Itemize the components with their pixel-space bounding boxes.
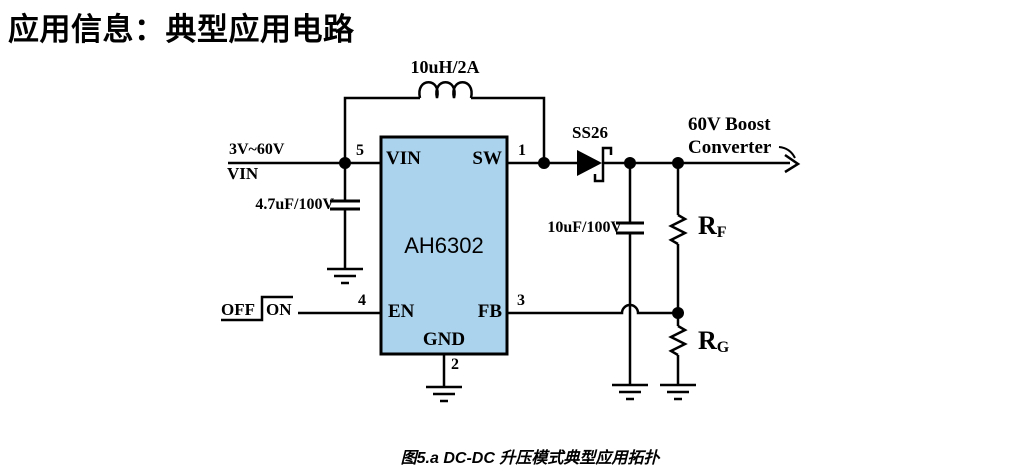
pin-number-1: 1: [518, 142, 526, 159]
input-cap-plates: [330, 199, 360, 211]
rf-label-sub: F: [716, 224, 727, 241]
output-cap-ground: [612, 383, 648, 401]
ic-pin-vin-label: VIN: [386, 148, 421, 169]
pin-number-5: 5: [356, 142, 364, 159]
figure-caption: 图5.a DC-DC 升压模式典型应用拓扑: [400, 450, 660, 467]
ic-body: [379, 135, 509, 356]
junction-dot-vin: [339, 157, 351, 169]
inductor-wire-left: [343, 96, 420, 163]
fb-wire: [507, 303, 678, 315]
diode-label: SS26: [572, 123, 608, 142]
inductor-label: 10uH/2A: [410, 57, 480, 77]
output-cap-label: 10uF/100V: [547, 219, 622, 236]
pin-number-4: 4: [358, 292, 366, 309]
input-cap-label: 4.7uF/100V: [255, 196, 334, 213]
input-voltage-label: 3V~60V: [229, 141, 285, 158]
page-title: 应用信息：典型应用电路: [8, 12, 355, 47]
output-arrowhead: [784, 153, 801, 174]
rf-label-base: R: [698, 211, 717, 240]
junction-dot-rf: [672, 157, 684, 169]
rf-label: RF: [698, 211, 727, 242]
rg-resistor: [668, 324, 688, 357]
rg-label-base: R: [698, 326, 717, 355]
diode-triangle: [577, 150, 602, 176]
inductor-wire-right: [471, 96, 546, 163]
output-arrow-tail: [778, 146, 796, 159]
diode-schottky-bar: [593, 146, 613, 183]
pin-number-2: 2: [451, 356, 459, 373]
ic-pin-sw-label: SW: [472, 148, 502, 169]
enable-step-symbol: [221, 295, 293, 322]
junction-dot-sw: [538, 157, 550, 169]
ic-part-number: AH6302: [404, 233, 484, 258]
enable-on-label: ON: [266, 300, 292, 319]
rf-resistor: [668, 213, 688, 246]
junction-dot-fb: [672, 307, 684, 319]
output-label-line1: 60V Boost: [688, 114, 771, 135]
rg-ground: [660, 383, 696, 401]
output-cap-plates: [616, 221, 644, 235]
input-cap-ground: [327, 267, 363, 285]
enable-off-label: OFF: [221, 300, 255, 319]
gnd-ground: [426, 385, 462, 403]
junction-dot-outcap: [624, 157, 636, 169]
ic-pin-en-label: EN: [388, 301, 415, 322]
ic-pin-fb-label: FB: [477, 301, 502, 322]
pin-number-3: 3: [517, 292, 525, 309]
rg-label-sub: G: [716, 339, 730, 356]
output-label-line2: Converter: [688, 137, 772, 158]
input-net-label: VIN: [227, 164, 259, 183]
inductor-coil: [418, 81, 473, 99]
rg-label: RG: [698, 326, 729, 357]
ic-pin-gnd-label: GND: [422, 329, 466, 350]
